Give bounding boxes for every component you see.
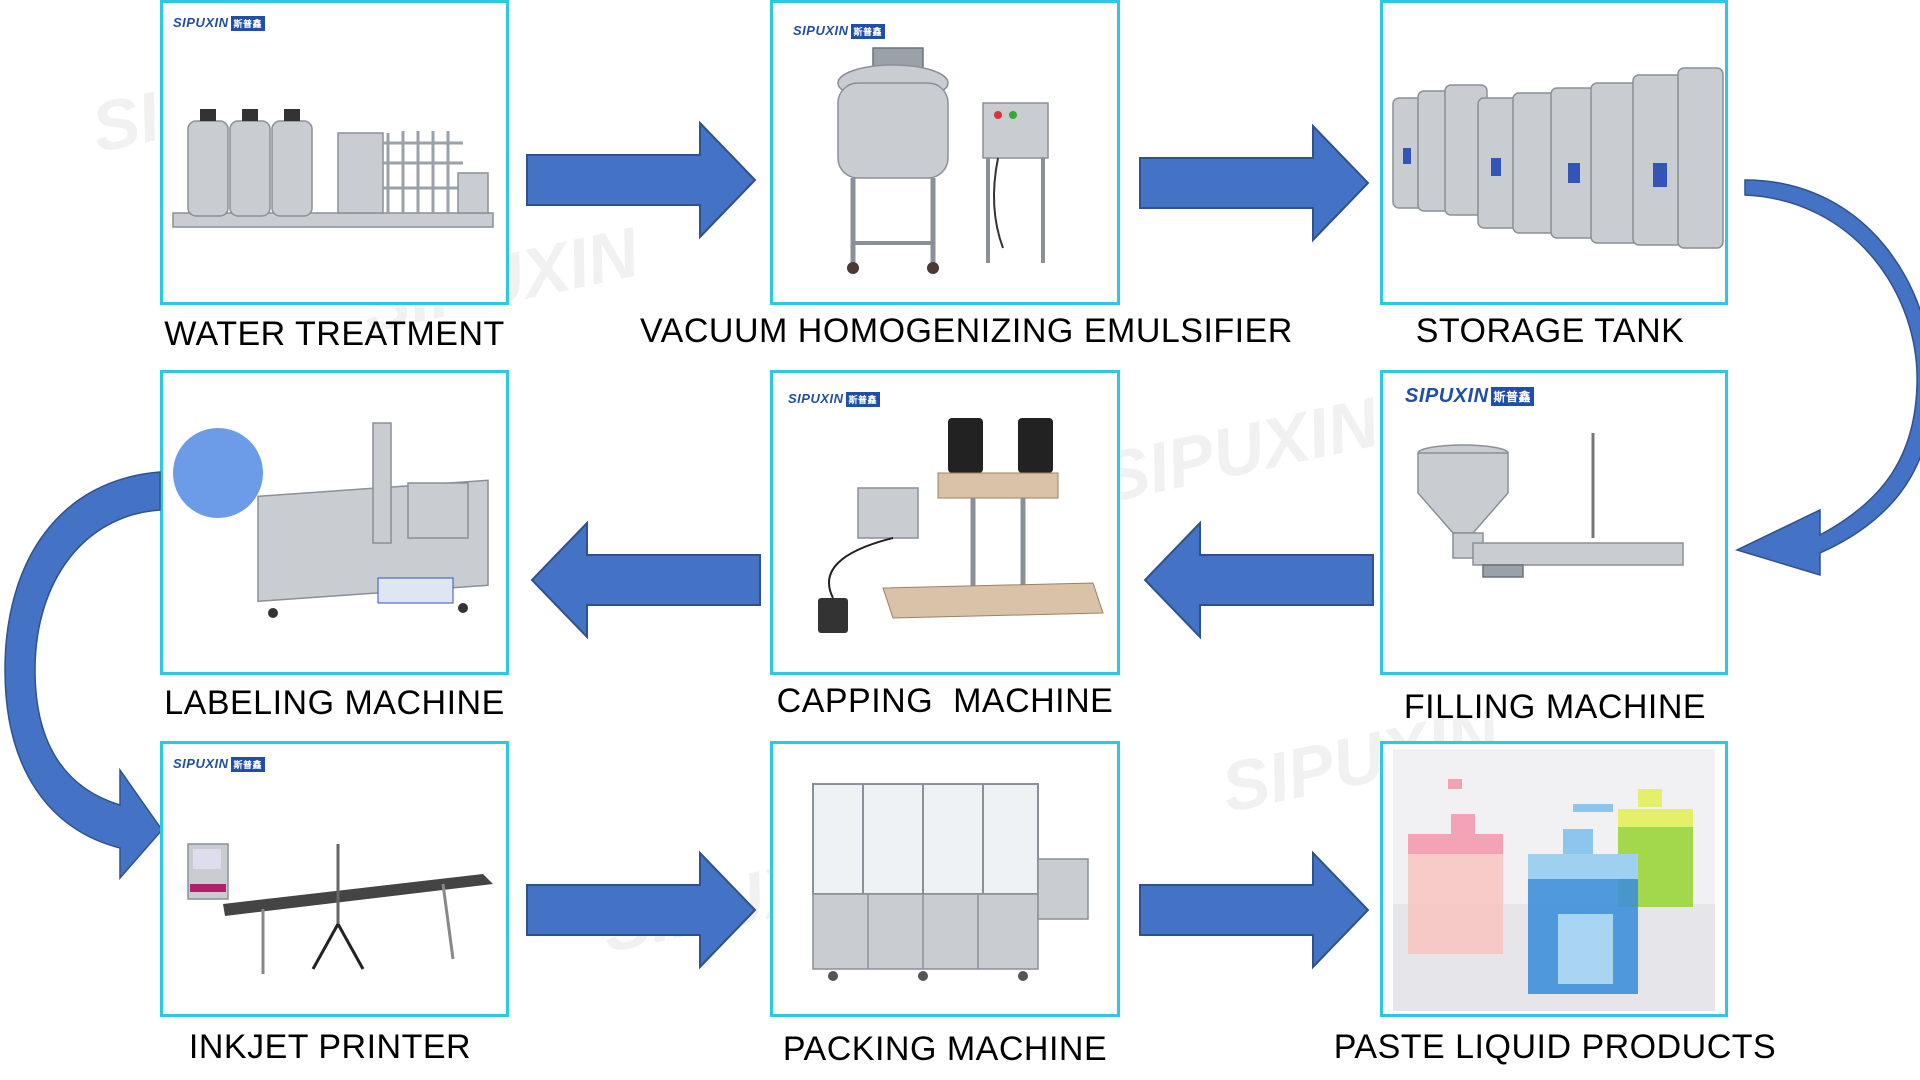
label-storage-tank: STORAGE TANK <box>1415 312 1685 350</box>
storage-tank-image <box>1392 67 1724 249</box>
panel-packing-machine <box>770 741 1120 1017</box>
label-capping-machine: CAPPING MACHINE <box>776 682 1114 720</box>
water-treatment-image <box>172 109 494 228</box>
watermark: SIPUXIN <box>1094 382 1386 518</box>
label-labeling-machine: LABELING MACHINE <box>164 684 505 722</box>
emulsifier-image <box>837 47 1049 274</box>
label-paste-liquid-products: PASTE LIQUID PRODUCTS <box>1333 1028 1777 1066</box>
label-emulsifier: VACUUM HOMOGENIZING EMULSIFIER <box>640 312 1293 350</box>
packing-machine-image <box>812 783 1089 981</box>
arrow-right-8-to-9 <box>1139 850 1370 970</box>
panel-labeling-machine <box>160 370 509 675</box>
curved-arrow-6-to-7 <box>4 471 163 880</box>
inkjet-printer-image <box>187 843 493 974</box>
label-water-treatment: WATER TREATMENT <box>164 315 505 353</box>
label-packing-machine: PACKING MACHINE <box>782 1030 1108 1068</box>
arrow-left-5-to-6 <box>530 520 761 640</box>
arrow-left-4-to-5 <box>1143 520 1374 640</box>
curved-arrow-3-to-4 <box>1734 179 1920 577</box>
arrow-right-1-to-2 <box>526 120 757 240</box>
capping-machine-image <box>818 418 1104 633</box>
products-image <box>1393 749 1715 1011</box>
panel-paste-liquid-products <box>1380 741 1728 1017</box>
arrow-right-2-to-3 <box>1139 123 1370 243</box>
label-inkjet-printer: INKJET PRINTER <box>188 1028 472 1066</box>
arrow-right-7-to-8 <box>526 850 757 970</box>
panel-storage-tank <box>1380 0 1728 305</box>
label-filling-machine: FILLING MACHINE <box>1403 688 1707 726</box>
filling-machine-image <box>1417 433 1684 578</box>
labeling-machine-image <box>173 422 489 618</box>
